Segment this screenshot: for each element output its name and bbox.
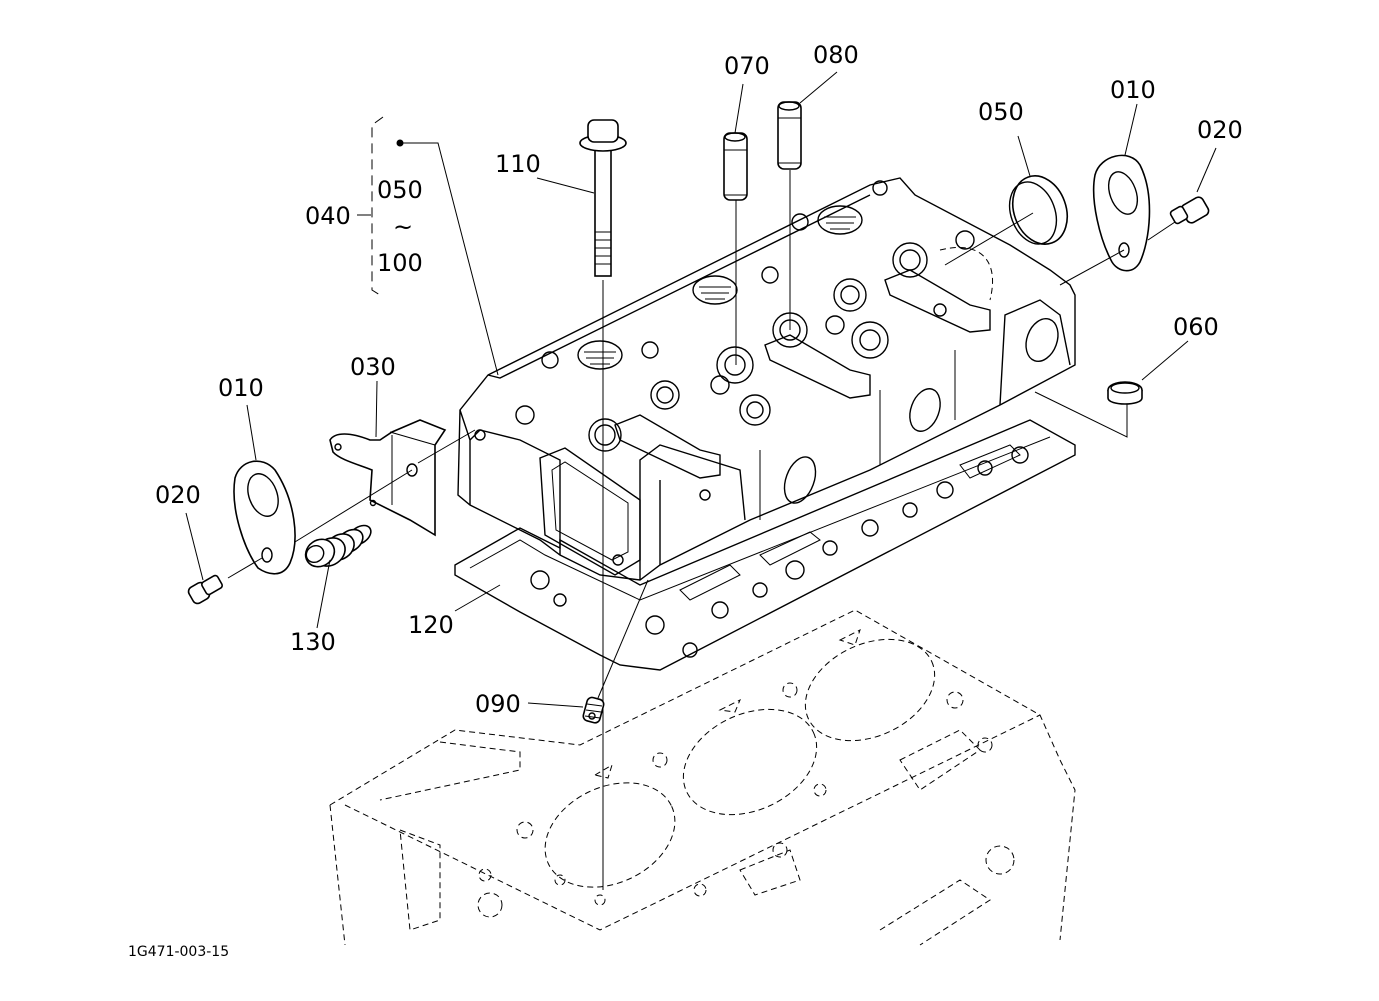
bracket-030 [289,419,476,546]
assembly-bracket-040 [357,116,499,376]
valve-guide-080 [777,101,802,330]
label-010-right: 010 [1110,76,1156,104]
plug-020-right [1169,196,1210,225]
spring-130 [304,524,372,568]
head-bolt-110 [579,119,627,890]
label-040-range-sep: ~ [393,213,413,241]
label-030: 030 [350,353,396,381]
label-050: 050 [978,98,1024,126]
valve-guide-070 [723,132,748,365]
label-090: 090 [475,690,521,718]
label-040-range-start: 050 [377,176,423,204]
label-020-right: 020 [1197,116,1243,144]
head-gasket-120 [454,419,1076,671]
engine-block [329,609,1076,946]
flange-plate-010-right [1059,154,1176,286]
label-040: 040 [305,202,351,230]
label-110: 110 [495,150,541,178]
drawing-code: 1G471-003-15 [128,944,229,960]
flange-plate-010-left [227,460,296,579]
plug-020-left [187,574,223,605]
leader-lines [185,71,1217,708]
stud-090 [582,579,649,724]
cylinder-head [457,177,1076,581]
cap-060 [1034,381,1143,438]
label-080: 080 [813,41,859,69]
label-060: 060 [1173,313,1219,341]
label-130: 130 [290,628,336,656]
label-070: 070 [724,52,770,80]
part-labels: 110 070 080 050 010 020 060 040 050 ~ 10… [128,41,1243,960]
label-020-left: 020 [155,481,201,509]
cap-050 [944,175,1069,266]
label-120: 120 [408,611,454,639]
label-040-range-end: 100 [377,249,423,277]
label-010-left: 010 [218,374,264,402]
